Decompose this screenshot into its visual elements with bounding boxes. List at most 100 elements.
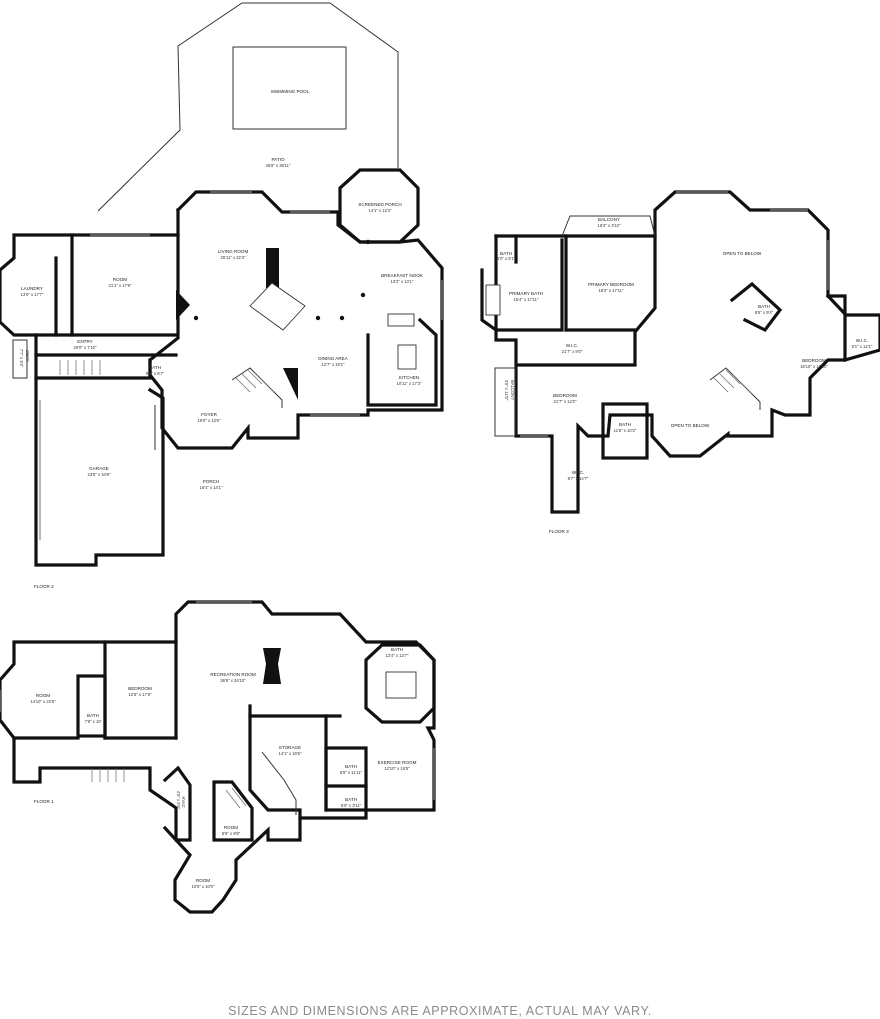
- room-name: LIVING ROOM: [218, 249, 249, 254]
- room-dims: 7'8" x 10': [85, 719, 102, 724]
- room-dims: 3'6" x 12'5": [504, 380, 509, 401]
- room-name: BALCONY: [598, 217, 620, 222]
- hvac-walls: [162, 765, 192, 842]
- room-name: BATH: [619, 422, 631, 427]
- living-room-table: [249, 282, 306, 331]
- room-name: BATH: [391, 647, 403, 652]
- floor-1-plan: [0, 600, 436, 914]
- room-name: PRIMARY BATH: [509, 291, 543, 296]
- wall-pier: [283, 368, 298, 400]
- kitchen-island: [397, 344, 417, 370]
- floor-3-main-walls: [494, 190, 847, 514]
- room-dims: 46'8" x 38'11": [266, 163, 291, 168]
- labels: SWIMMING POOL PATIO 46'8" x 38'11" SCREE…: [19, 89, 873, 889]
- room-dims: 25'11" x 22'3": [221, 255, 246, 260]
- room-name: W.I.C.: [566, 343, 579, 348]
- room-name: GARAGE: [89, 466, 109, 471]
- patio-outline: [97, 2, 399, 212]
- room-dims: 16'4" x 14'1": [200, 485, 223, 490]
- bedroom-right-walls: [729, 281, 783, 333]
- room-dims: 14'10" x 22'6": [30, 699, 56, 704]
- room-name: W.I.C.: [856, 338, 869, 343]
- room-dims: 13'2" x 13'1": [391, 279, 414, 284]
- room-dims: 6'8" x 11'11": [340, 770, 363, 775]
- room-name: BATH: [500, 251, 512, 256]
- room-name: BREAKFAST NOOK: [381, 273, 424, 278]
- bath-walls-lower: [324, 746, 368, 812]
- primary-bath-walls: [480, 238, 564, 332]
- bath-walls: [76, 674, 107, 738]
- room-dims: 10'11" x 17'3": [397, 381, 422, 386]
- pillar: [193, 315, 199, 321]
- room-dims: 21'1" x 17'8": [109, 283, 132, 288]
- room-dims: 14'1" x 12'4": [369, 208, 392, 213]
- room-dims: 15'4" x 17'11": [514, 297, 539, 302]
- recreation-room-column: [263, 648, 281, 684]
- breakfast-counter: [387, 313, 415, 327]
- room-dims: 12'7" x 19'1": [322, 362, 345, 367]
- room-dims: 16'10" x 17'10": [800, 364, 828, 369]
- room-name: ROOM: [224, 825, 238, 830]
- room-dims: 4'5" x 5'5": [176, 791, 181, 810]
- room-name: ENTRY: [77, 339, 93, 344]
- room-name: BEDROOM: [802, 358, 826, 363]
- room-dims: 11'5" x 10'2": [614, 428, 637, 433]
- room-name: FOYER: [201, 412, 218, 417]
- floor-2-main-walls: [148, 190, 444, 450]
- room-name: W.I.C.: [572, 470, 585, 475]
- room-name: SWIMMING POOL: [271, 89, 310, 94]
- floor-label: FLOOR 1: [34, 799, 54, 804]
- floor-1-main-walls: [0, 600, 436, 914]
- room-dims: 6'0" x 5'1": [497, 256, 516, 261]
- bathtub: [485, 284, 501, 316]
- room-name: EXERCISE ROOM: [378, 760, 417, 765]
- room-name: PATIO: [271, 157, 285, 162]
- room-dims: 16'3" x 3'10": [598, 223, 621, 228]
- room-dims: 5'0" x 3'11": [341, 803, 362, 808]
- room-name: ROOM: [196, 878, 210, 883]
- room-name: BATH: [345, 797, 357, 802]
- balcony-left-outline: [494, 367, 516, 437]
- room-name: OPEN TO BELOW: [671, 423, 710, 428]
- room-name: DECK: [25, 350, 30, 362]
- room-dims: 8'6" x 9'4": [755, 310, 774, 315]
- room-dims: 20'0" x 7'10": [74, 345, 97, 350]
- left-wing-walls: [0, 233, 180, 337]
- room-dims: 23'5" x 34'8": [88, 472, 111, 477]
- room-dims: 13'0" x 17'7": [21, 292, 44, 297]
- room-dims: 7'7" x 3'4": [19, 349, 24, 368]
- balcony-outline: [561, 215, 656, 237]
- kitchen-counter: [366, 317, 438, 407]
- floor-2-plan: [0, 2, 444, 567]
- bath-octagon-walls: [364, 643, 436, 724]
- storage-walls: [248, 704, 302, 820]
- room-name: OPEN TO BELOW: [723, 251, 762, 256]
- floor-label: FLOOR 3: [549, 529, 569, 534]
- room-name: ROOM: [113, 277, 127, 282]
- room-name: BATH: [758, 304, 770, 309]
- pillar: [339, 315, 345, 321]
- room-dims: 9'8" x 5'7": [146, 371, 165, 376]
- floor-label: FLOOR 2: [34, 584, 54, 589]
- disclaimer-text: SIZES AND DIMENSIONS ARE APPROXIMATE, AC…: [228, 1004, 652, 1018]
- room-name: STORAGE: [279, 745, 301, 750]
- floor-1-stairs: [91, 751, 297, 815]
- room-name: BEDROOM: [128, 686, 152, 691]
- floor-3-plan: [480, 190, 880, 514]
- room-name: KITCHEN: [399, 375, 419, 380]
- room-name: BEDROOM: [553, 393, 577, 398]
- room-name: ROOM: [36, 693, 50, 698]
- right-wic-walls: [825, 293, 880, 362]
- bath-center-walls: [601, 402, 649, 460]
- room-name: HVAC: [181, 796, 186, 807]
- room-dims: 10'5" x 10'0": [192, 884, 215, 889]
- small-room-walls: [212, 780, 254, 842]
- room-dims: 12'4" x 13'7": [386, 653, 409, 658]
- pillar: [365, 239, 371, 245]
- room-dims: 21'7" x 8'0": [562, 349, 583, 354]
- room-dims: 18'3" x 17'11": [599, 288, 624, 293]
- room-name: BATH: [149, 365, 161, 370]
- room-dims: 12'6" x 17'8": [129, 692, 152, 697]
- floor-2-stairs: [59, 360, 283, 408]
